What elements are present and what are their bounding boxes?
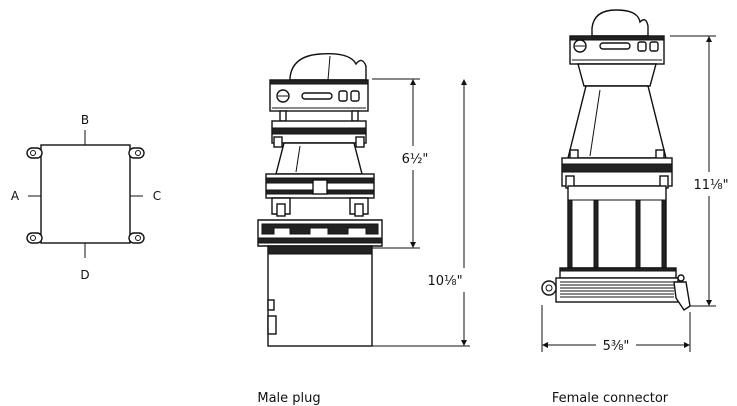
female-dimensions: 11⅛" 5⅜" [541, 35, 729, 354]
box-body [40, 144, 131, 244]
female-width-label: 5⅜" [603, 339, 630, 354]
side-label-c: C [153, 189, 161, 203]
female-total-height-label: 11⅛" [693, 178, 728, 193]
male-total-height-label: 10⅛" [427, 274, 462, 289]
side-label-b: B [81, 113, 89, 127]
male-cable-gland [289, 53, 367, 81]
male-base-sleeve [267, 245, 373, 347]
female-connector-caption: Female connector [552, 391, 669, 406]
male-tapered-body [275, 142, 363, 175]
female-hinge [541, 280, 557, 296]
mounting-ear-top-left [26, 147, 43, 159]
mounting-box: B D A C [11, 113, 161, 282]
mounting-ear-top-right [128, 147, 145, 159]
side-label-d: D [80, 268, 89, 282]
female-tapered-body [567, 85, 667, 159]
female-latch [673, 281, 691, 311]
male-plug-caption: Male plug [257, 391, 320, 406]
female-clamp-block [569, 35, 665, 65]
female-column-housing [567, 185, 667, 269]
female-cable-gland [591, 9, 649, 37]
mounting-ear-bottom-left [26, 232, 43, 244]
side-label-a: A [11, 189, 20, 203]
male-dimensions: 6½" 10⅛" [372, 78, 470, 347]
mounting-ear-bottom-right [128, 232, 145, 244]
female-connector-drawing [541, 9, 691, 311]
male-plug-drawing [257, 53, 383, 347]
male-upper-height-label: 6½" [402, 152, 429, 167]
